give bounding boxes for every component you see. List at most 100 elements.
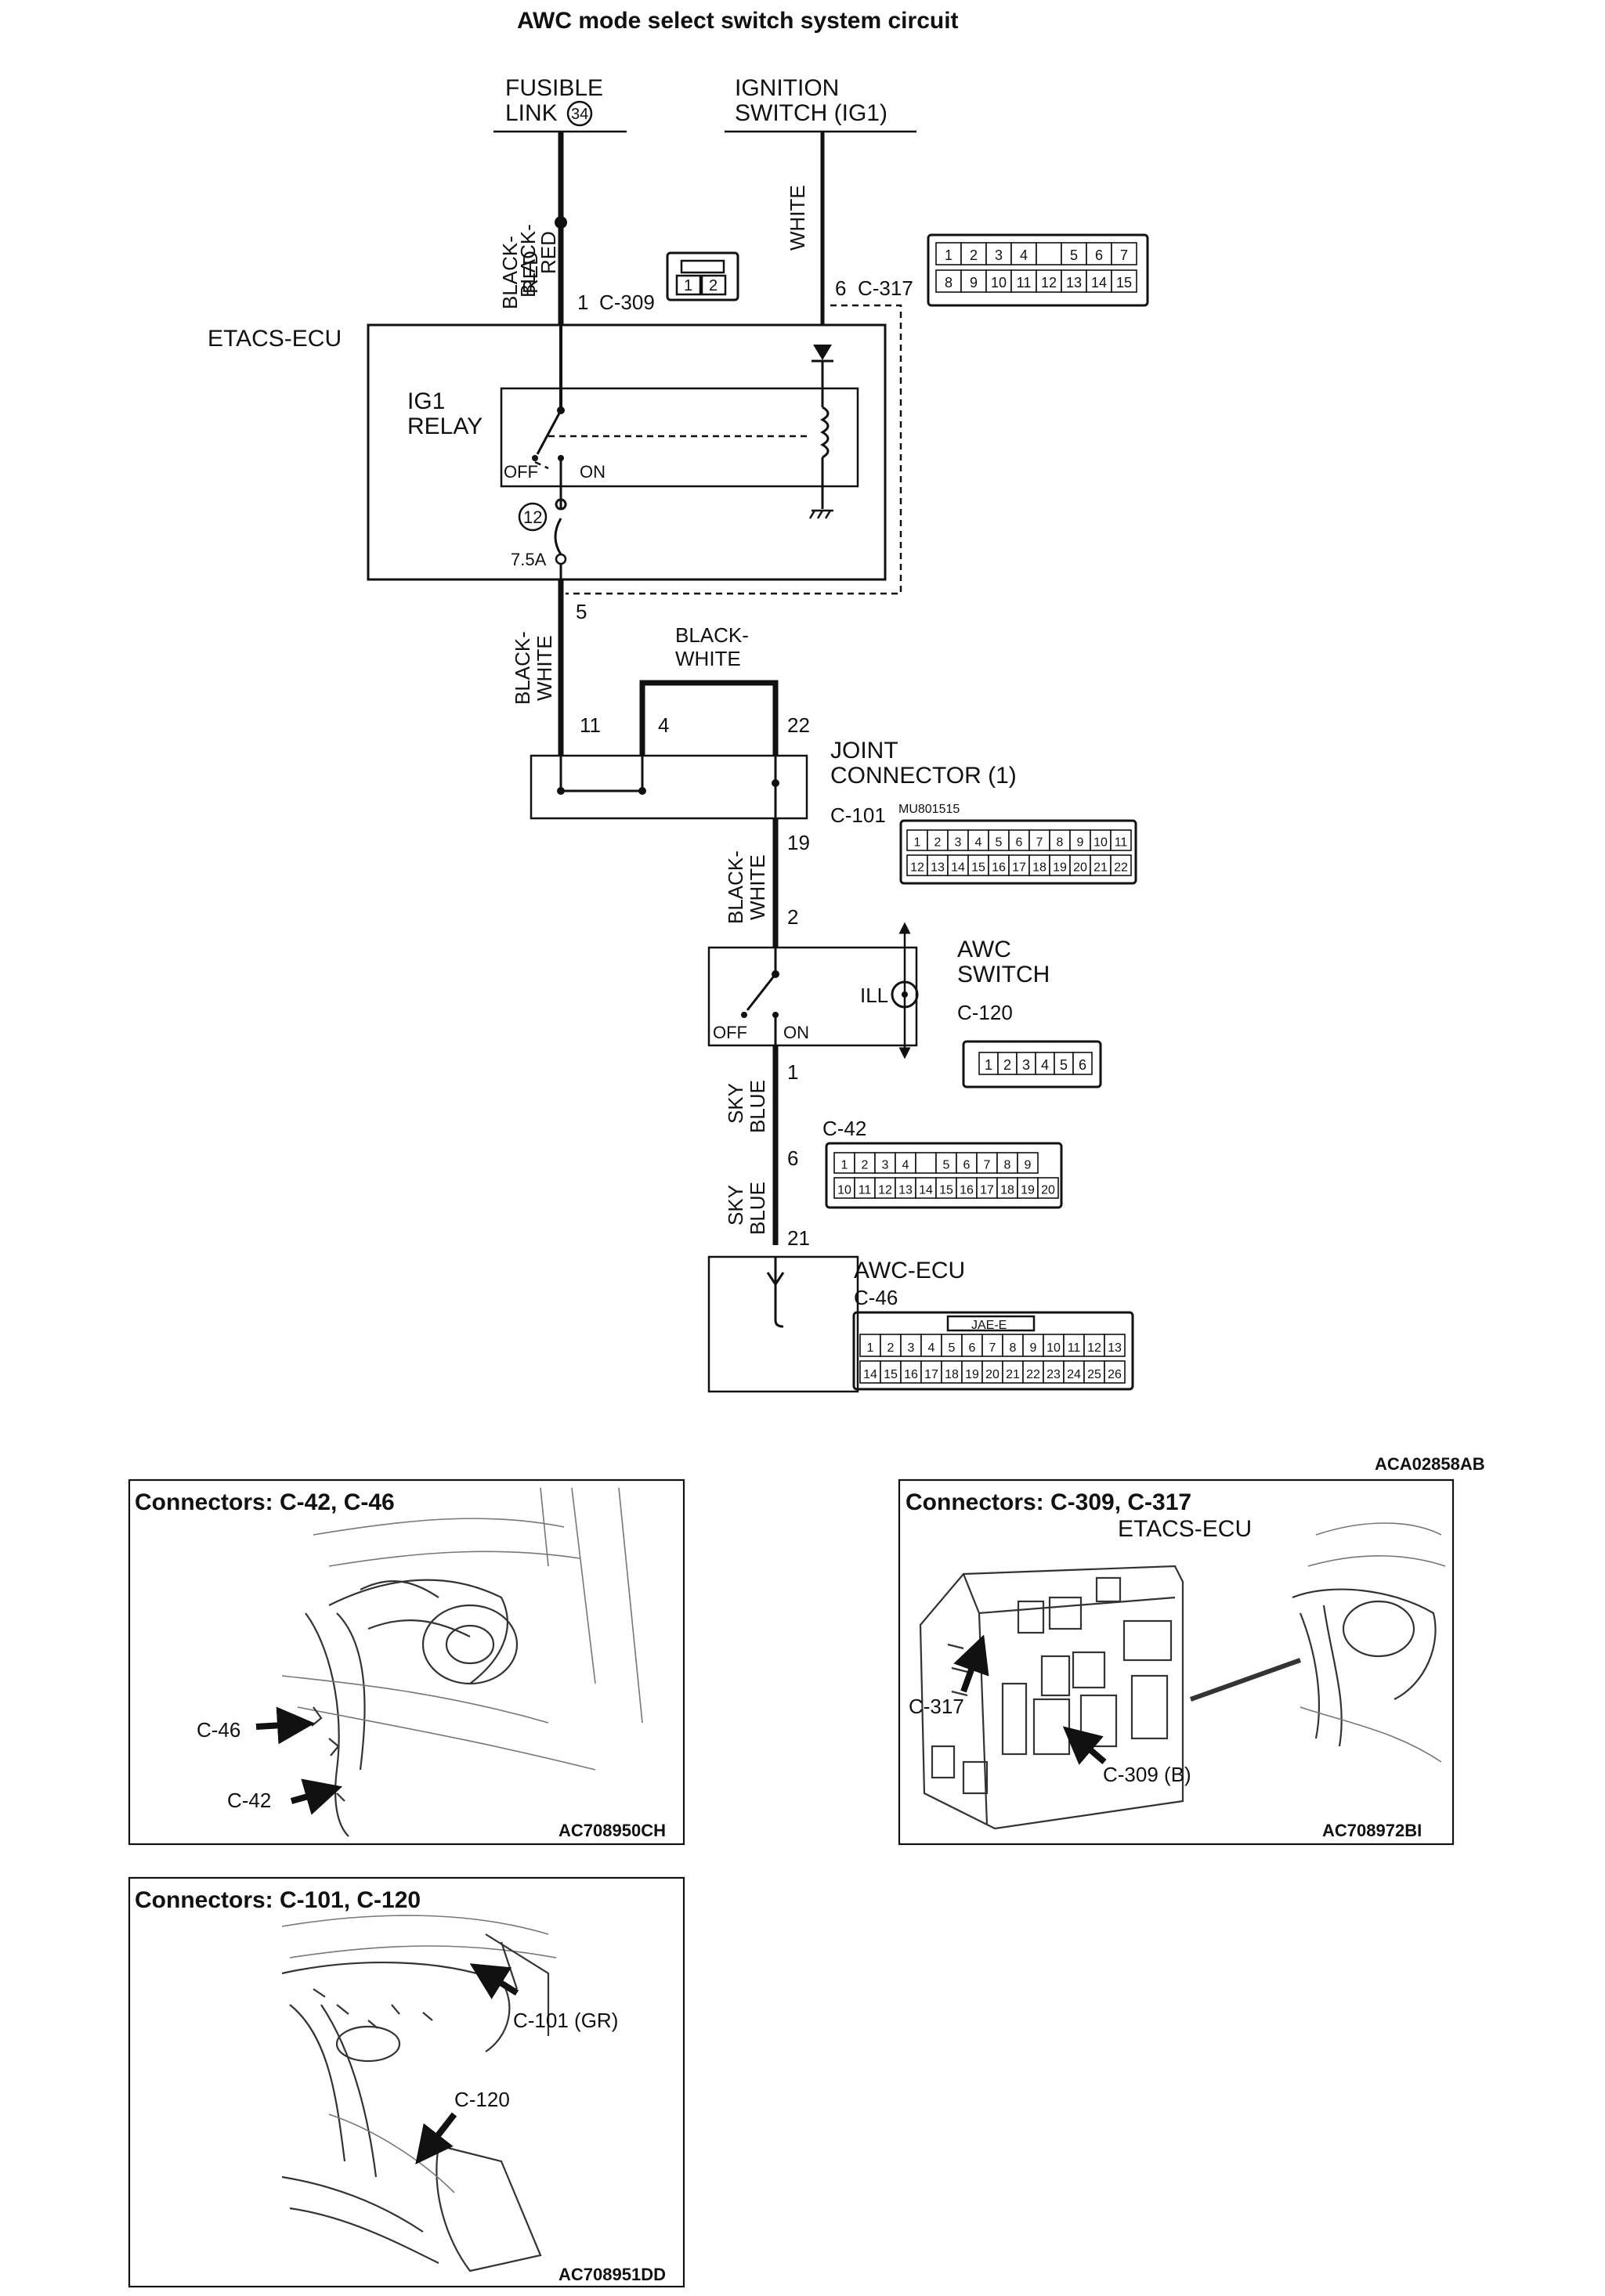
- connector-pin-number: 8: [1010, 1341, 1017, 1355]
- fuse-lower-terminal: [555, 553, 567, 565]
- panel1-arrow-c42: [290, 1778, 343, 1815]
- panel2-callout-c309: C-309 (B): [1103, 1763, 1191, 1786]
- connector-pin-number: 13: [898, 1183, 913, 1197]
- svg-text:BLACK-: BLACK-: [498, 236, 522, 309]
- connector-pin-cell: [1104, 1334, 1126, 1357]
- connector-pin-cell: [895, 1152, 916, 1174]
- connector-pin-cell: [927, 829, 949, 851]
- connector-pin-number: 2: [970, 247, 978, 263]
- connector-pin-number: 22: [1026, 1368, 1040, 1381]
- etacs-label: ETACS-ECU: [208, 326, 342, 352]
- connector-pin-cell: [1010, 269, 1037, 293]
- connector-pin-cell: [1017, 1152, 1039, 1174]
- panel2-code: AC708972BI: [1322, 1821, 1422, 1840]
- panel3-title: Connectors: C-101, C-120: [135, 1887, 421, 1913]
- connector-pin-cell: [956, 1177, 978, 1199]
- c42-pin: 6: [787, 1146, 798, 1170]
- connector-pin-number: 8: [1057, 836, 1064, 849]
- etacs-ecu-box: [367, 323, 887, 581]
- connector-pin-number: 20: [1073, 861, 1087, 874]
- panel3-arrow-c120: [415, 2112, 457, 2164]
- connector-pin-cell: [941, 1334, 963, 1357]
- connector-pin-number: 26: [1108, 1368, 1122, 1381]
- connector-pin-cell: [1083, 1334, 1105, 1357]
- connector-pin-number: 1: [867, 1341, 874, 1355]
- joint-dot-1: [557, 787, 565, 795]
- connector-pin-number: 4: [1041, 1057, 1049, 1073]
- panel-connectors-c42-c46: Connectors: C-42, C-46 AC708950CH C-46 C…: [128, 1478, 685, 1846]
- joint-internal-bus: [559, 756, 777, 818]
- connector-pin-number: 18: [1000, 1183, 1014, 1197]
- connector-pin-number: 23: [1047, 1368, 1061, 1381]
- connector-pin-number: 11: [1068, 1341, 1081, 1355]
- diagram-title: AWC mode select switch system circuit: [517, 8, 959, 34]
- awc-ecu-box: [707, 1255, 859, 1393]
- c309-pin-label: 1: [577, 291, 588, 314]
- panel2-title: Connectors: C-309, C-317: [906, 1489, 1191, 1515]
- connector-pin-cell: [996, 1152, 1018, 1174]
- svg-text:RED: RED: [537, 231, 560, 274]
- relay-off-dash: [534, 460, 549, 470]
- svg-text:SKY: SKY: [724, 1083, 747, 1124]
- joint-dot-3: [772, 779, 779, 787]
- etacs-out-pin: 5: [576, 600, 587, 623]
- awc-switch-label: AWC: [957, 937, 1011, 962]
- svg-text:WHITE: WHITE: [746, 854, 769, 920]
- connector-pin-cell: [1022, 1360, 1044, 1384]
- connector-pin-cell: [1111, 269, 1137, 293]
- connector-pin-number: 17: [1012, 861, 1026, 874]
- connector-pin-number: 1: [841, 1158, 848, 1171]
- awc-switch-pin-in: 2: [787, 905, 798, 929]
- svg-text:2: 2: [709, 277, 718, 294]
- connector-pin-number: 4: [902, 1158, 909, 1171]
- connector-pin-number: 1: [985, 1057, 992, 1073]
- connector-pin-number: 9: [1025, 1158, 1032, 1171]
- joint-pin-19: 19: [787, 831, 810, 854]
- connector-pin-number: 16: [960, 1183, 974, 1197]
- connector-pin-number: 9: [1030, 1341, 1037, 1355]
- connector-pin-number: 10: [991, 275, 1007, 291]
- connector-pin-cell: [920, 1360, 942, 1384]
- connector-pin-cell: [1086, 269, 1112, 293]
- connector-pin-number: 13: [1066, 275, 1082, 291]
- ig1-relay-box: [500, 387, 859, 488]
- svg-text:JAE-E: JAE-E: [971, 1319, 1007, 1332]
- joint-connector-label-2: CONNECTOR (1): [830, 763, 1017, 789]
- connector-pin-number: 14: [863, 1368, 877, 1381]
- connector-pin-number: 10: [1093, 836, 1108, 849]
- connector-pin-number: 6: [963, 1158, 971, 1171]
- wire-label-white: WHITE: [786, 185, 809, 251]
- connector-pin-number: 14: [951, 861, 965, 874]
- connector-pin-cell: [1090, 854, 1112, 876]
- connector-pin-number: 13: [931, 861, 945, 874]
- connector-pin-number: 17: [924, 1368, 938, 1381]
- panel1-arrow-c46: [255, 1706, 315, 1745]
- awc-ecu-input-symbol: [766, 1257, 785, 1328]
- connector-pin-cell: [1069, 854, 1091, 876]
- connector-pin-number: 19: [1053, 861, 1067, 874]
- connector-pin-number: 16: [992, 861, 1006, 874]
- connector-pin-cell: [906, 829, 928, 851]
- black-white-loop: [639, 680, 779, 756]
- wire-label-black-red-1: BLACK- RED: [516, 224, 560, 298]
- c42-name: C-42: [822, 1117, 866, 1140]
- awc-switch-label-2: SWITCH: [957, 962, 1050, 987]
- connector-pin-number: 21: [1093, 861, 1108, 874]
- relay-off-contact: [532, 455, 538, 461]
- wire-label-sky-blue-a: SKY BLUE: [724, 1080, 769, 1133]
- connector-pin-number: 25: [1087, 1368, 1101, 1381]
- connector-pin-cell: [1016, 1052, 1036, 1075]
- connector-pin-cell: [1111, 242, 1137, 265]
- connector-pin-number: 5: [1070, 247, 1078, 263]
- panel3-arrow-c101: [469, 1963, 519, 2000]
- connector-pin-number: 5: [996, 836, 1003, 849]
- connector-pin-number: 12: [910, 861, 924, 874]
- connector-pin-number: 24: [1067, 1368, 1081, 1381]
- connector-pin-number: 15: [884, 1368, 898, 1381]
- connector-pin-number: 12: [878, 1183, 892, 1197]
